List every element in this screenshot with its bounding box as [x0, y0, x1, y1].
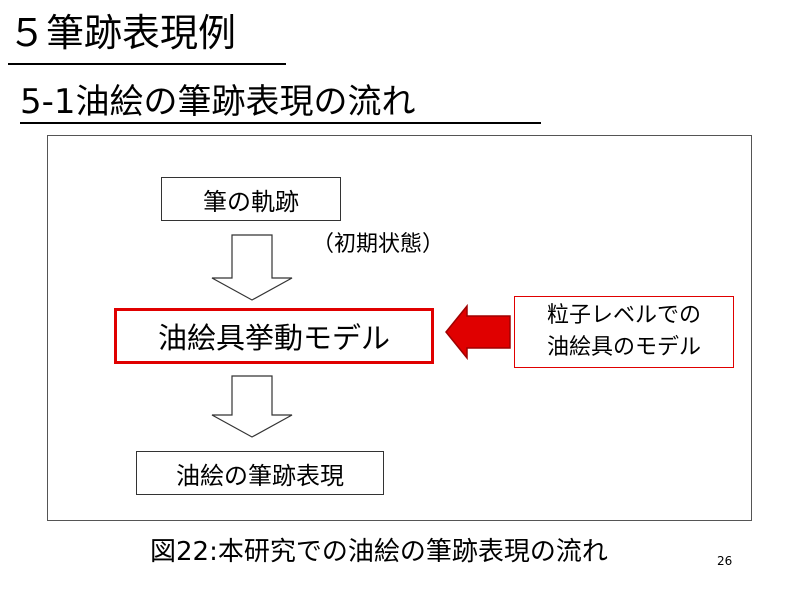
- diagram-frame: [47, 135, 752, 521]
- subtitle-underline: [20, 122, 541, 124]
- slide-subtitle: 5-1油絵の筆跡表現の流れ: [20, 82, 416, 122]
- figure-caption: 図22:本研究での油絵の筆跡表現の流れ: [150, 537, 608, 567]
- particle-level-model-box: 粒子レベルでの 油絵具のモデル: [514, 296, 734, 368]
- slide-title: ５筆跡表現例: [8, 11, 237, 55]
- page-number: 26: [717, 554, 733, 568]
- particle-level-model-line1: 粒子レベルでの: [546, 303, 701, 328]
- oil-paint-behavior-model-label: 油絵具挙動モデル: [157, 321, 390, 355]
- brush-trajectory-box: 筆の軌跡: [161, 177, 341, 221]
- initial-state-note: （初期状態）: [312, 232, 445, 257]
- title-underline: [8, 63, 286, 65]
- oil-painting-stroke-box: 油絵の筆跡表現: [136, 451, 384, 495]
- particle-level-model-line2: 油絵具のモデル: [546, 335, 701, 360]
- brush-trajectory-label: 筆の軌跡: [203, 187, 299, 216]
- oil-painting-stroke-label: 油絵の筆跡表現: [176, 461, 344, 490]
- oil-paint-behavior-model-box: 油絵具挙動モデル: [114, 308, 434, 364]
